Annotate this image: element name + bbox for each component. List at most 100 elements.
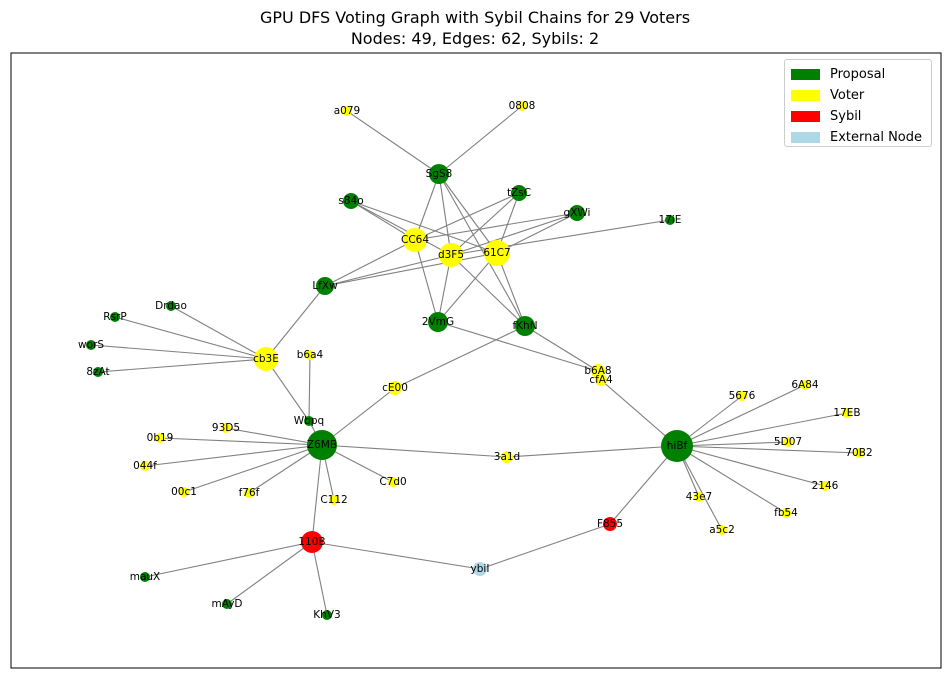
node-label-93D5: 93D5 [212,422,240,434]
edge-fKhN-61C7 [496,252,526,327]
node-label-17EB: 17EB [833,407,860,419]
node-label-61C7: 61C7 [483,247,510,259]
node-label-C112: C112 [320,494,347,506]
node-label-3a1d: 3a1d [494,451,520,463]
node-label-fKhN: fKhN [512,320,537,332]
node-70B2 [854,448,864,458]
node-a079 [342,106,352,116]
legend-item-external: External Node [791,127,925,148]
edge-Z6MB-3a1d [321,444,508,458]
node-s84o [343,193,359,209]
edge-6A84-hiBf [676,384,806,447]
legend-swatch-proposal [791,69,820,80]
legend-swatch-voter [791,90,820,101]
node-label-d3F5: d3F5 [438,249,464,261]
node-ybiI [473,562,487,576]
node-label-mAyD: mAyD [212,598,243,610]
node-17EB [842,408,852,418]
edge-gXWi-CC64 [414,212,578,241]
legend-swatch-external [791,132,820,143]
edge-0b19-Z6MB [159,437,323,446]
node-label-00c1: 00c1 [171,486,197,498]
node-label-cE00: cE00 [382,382,408,394]
chart-title: GPU DFS Voting Graph with Sybil Chains f… [259,8,691,27]
node-C7d0 [388,477,398,487]
node-label-0808: 0808 [509,100,536,112]
node-label-43e7: 43e7 [686,491,713,503]
legend-label: External Node [830,130,922,145]
edge-fKhN-cE00 [394,325,526,389]
edge-Z6MB-110B [311,444,323,543]
edge-layer [90,105,860,616]
node-RsrP [110,312,120,322]
node-label-Wbpq: Wbpq [294,415,324,427]
node-label-044f: 044f [133,460,157,472]
edge-s84o-d3F5 [350,200,452,256]
node-b6a4 [305,350,315,360]
edge-70B2-hiBf [676,445,860,454]
legend-item-voter: Voter [791,85,925,106]
node-Drdao [166,301,176,311]
edge-LfXw-cb3E [265,285,326,360]
legend-item-sybil: Sybil [791,106,925,127]
node-label-RsrP: RsrP [103,311,126,323]
edge-044f-Z6MB [144,444,323,467]
node-label-LfXw: LfXw [312,280,338,292]
edge-fb54-hiBf [676,445,787,514]
edge-110B-mAyD [226,541,313,605]
node-label-cfA4: cfA4 [589,374,613,386]
node-044f [140,461,150,471]
node-F855 [603,517,617,531]
node-0b19 [155,433,165,443]
node-LfXw [316,277,334,295]
node-label-Z6MB: Z6MB [307,439,337,451]
node-00c1 [179,487,189,497]
node-label-70B2: 70B2 [845,447,872,459]
node-label-110B: 110B [298,536,325,548]
node-6A84 [800,380,810,390]
edge-SgS8-61C7 [438,173,498,254]
edge-tZsC-d3F5 [450,192,520,256]
node-mauX [140,572,150,582]
node-label-8zAt: 8zAt [86,366,109,378]
node-label-5676: 5676 [729,390,756,402]
edge-5D07-hiBf [676,441,789,447]
edge-RsrP-cb3E [114,316,267,360]
node-label-6A84: 6A84 [791,379,819,391]
node-label-ybiI: ybiI [471,563,490,575]
node-43e7 [694,492,704,502]
edge-93D5-Z6MB [225,427,323,446]
node-label-worS: worS [78,339,104,351]
edge-fKhN-b6A8 [524,325,599,372]
node-Z6MB [307,430,337,460]
node-label-s84o: s84o [338,195,363,207]
legend-swatch-sybil [791,111,820,122]
edge-0808-SgS8 [438,105,523,175]
edge-b6a4-Wbpq [308,354,311,422]
node-17iE [665,215,675,225]
edge-110B-KhV3 [311,541,328,616]
legend-label: Voter [830,88,865,103]
node-5676 [737,391,747,401]
node-3a1d [501,451,513,463]
node-label-tZsC: tZsC [507,187,531,199]
node-KhV3 [322,610,332,620]
legend: Proposal Voter Sybil External Node [784,59,932,147]
edge-a079-SgS8 [346,110,440,175]
edge-fKhN-d3F5 [450,254,526,327]
node-93D5 [221,423,231,433]
node-fKhN [515,316,535,336]
node-label-CC64: CC64 [401,234,429,246]
chart-subtitle: Nodes: 49, Edges: 62, Sybils: 2 [350,29,600,48]
edge-2VmG-CC64 [414,239,439,323]
edge-LfXw-d3F5 [324,254,452,287]
node-2VmG [428,312,448,332]
node-Wbpq [304,416,314,426]
node-label-a079: a079 [334,105,360,117]
node-SgS8 [429,164,449,184]
edge-ybiI-110B [311,541,481,570]
node-label-mauX: mauX [130,571,161,583]
node-label-Drdao: Drdao [155,300,187,312]
node-110B [301,531,323,553]
node-gXWi [569,205,585,221]
